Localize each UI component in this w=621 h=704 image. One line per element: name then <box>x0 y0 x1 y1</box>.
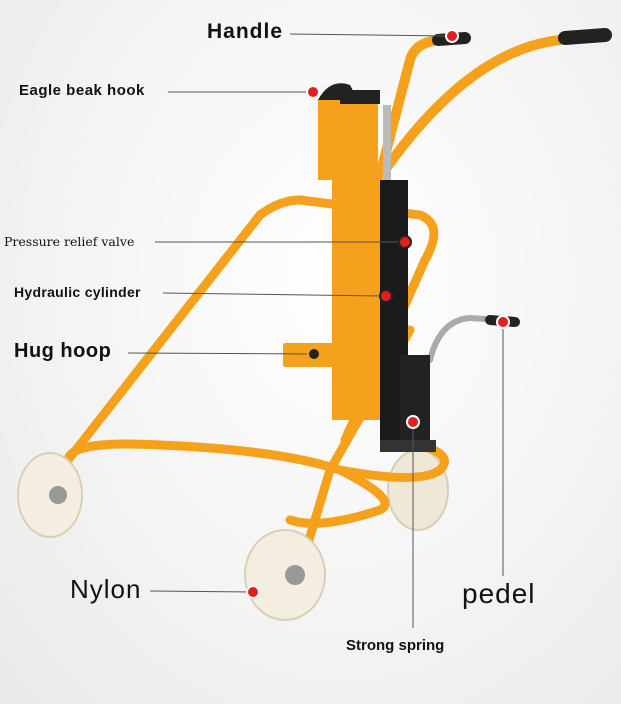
label-eagle-beak-hook: Eagle beak hook <box>19 82 145 99</box>
label-hydraulic-cylinder: Hydraulic cylinder <box>14 284 141 300</box>
pedal-marker-icon <box>496 315 510 329</box>
frame <box>63 35 565 575</box>
label-nylon: Nylon <box>70 574 142 604</box>
nylon-marker-icon <box>246 585 260 599</box>
label-pedel: pedel <box>462 578 536 609</box>
pump-block <box>400 355 430 445</box>
lift-rod <box>383 105 391 185</box>
hook-plate <box>318 100 378 180</box>
left-wheel <box>17 452 83 538</box>
handle-grip-right <box>558 28 612 45</box>
handle-marker-icon <box>445 29 459 43</box>
spring-marker-icon <box>406 415 420 429</box>
hoop-marker-icon <box>307 347 321 361</box>
markers <box>246 29 510 599</box>
label-strong-spring: Strong spring <box>346 637 445 654</box>
label-pressure-relief-valve: Pressure relief valve <box>4 234 135 249</box>
label-hug-hoop: Hug hoop <box>14 340 112 362</box>
cylinder-marker-icon <box>379 289 393 303</box>
label-handle: Handle <box>207 20 284 43</box>
leader-lines <box>127 33 504 628</box>
main-column <box>332 175 382 420</box>
valve-marker-icon <box>398 235 412 249</box>
base-plate <box>380 440 436 452</box>
rear-wheel <box>387 449 449 531</box>
front-wheel <box>244 529 326 621</box>
hook-marker-icon <box>306 85 320 99</box>
